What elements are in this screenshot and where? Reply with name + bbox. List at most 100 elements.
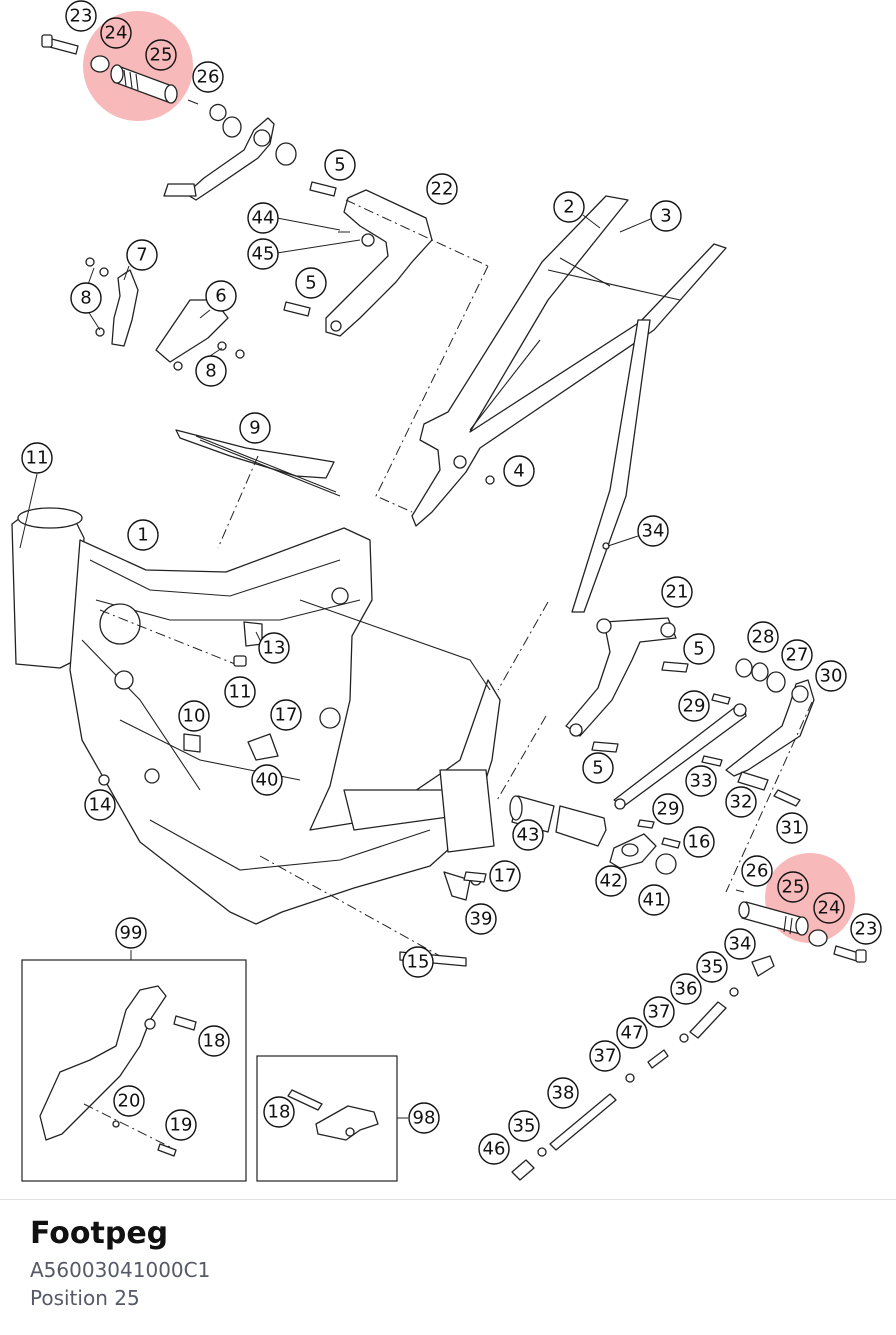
footpeg-pin-bottom bbox=[735, 889, 867, 963]
callout-2[interactable]: 2 bbox=[553, 191, 585, 223]
callout-31[interactable]: 31 bbox=[776, 812, 808, 844]
svg-text:13: 13 bbox=[263, 638, 286, 659]
callout-7[interactable]: 7 bbox=[126, 239, 158, 271]
svg-text:11: 11 bbox=[26, 448, 49, 469]
svg-text:5: 5 bbox=[592, 758, 603, 779]
callout-29[interactable]: 29 bbox=[678, 690, 710, 722]
callout-34[interactable]: 34 bbox=[637, 515, 669, 547]
svg-text:21: 21 bbox=[666, 582, 689, 603]
callout-8[interactable]: 8 bbox=[70, 282, 102, 314]
callout-99[interactable]: 99 bbox=[115, 917, 147, 949]
callout-30[interactable]: 30 bbox=[815, 660, 847, 692]
callout-24[interactable]: 24 bbox=[813, 892, 845, 924]
callout-38[interactable]: 38 bbox=[547, 1077, 579, 1109]
callout-25[interactable]: 25 bbox=[145, 39, 177, 71]
svg-text:9: 9 bbox=[249, 418, 260, 439]
box-99 bbox=[21, 950, 247, 1182]
callout-41[interactable]: 41 bbox=[638, 884, 670, 916]
part-title: Footpeg bbox=[30, 1216, 169, 1251]
callout-35[interactable]: 35 bbox=[508, 1110, 540, 1142]
callout-28[interactable]: 28 bbox=[747, 621, 779, 653]
callout-19[interactable]: 19 bbox=[165, 1109, 197, 1141]
callout-24[interactable]: 24 bbox=[100, 17, 132, 49]
linkage bbox=[495, 319, 689, 803]
exploded-parts-diagram: 23 24 25 26 5 22 2 3 44 45 5 7 8 6 8 9 4… bbox=[11, 0, 882, 1182]
callout-5[interactable]: 5 bbox=[324, 149, 356, 181]
svg-text:16: 16 bbox=[688, 832, 711, 853]
callout-46[interactable]: 46 bbox=[478, 1133, 510, 1165]
callout-35[interactable]: 35 bbox=[696, 951, 728, 983]
callout-45[interactable]: 45 bbox=[247, 238, 279, 270]
callout-17[interactable]: 17 bbox=[489, 860, 521, 892]
callout-26[interactable]: 26 bbox=[741, 855, 773, 887]
callout-6[interactable]: 6 bbox=[205, 280, 237, 312]
callout-44[interactable]: 44 bbox=[247, 202, 279, 234]
svg-text:44: 44 bbox=[252, 208, 275, 229]
callout-18[interactable]: 18 bbox=[263, 1096, 295, 1128]
svg-text:2: 2 bbox=[563, 197, 574, 218]
callout-20[interactable]: 20 bbox=[113, 1085, 145, 1117]
callout-17[interactable]: 17 bbox=[270, 699, 302, 731]
callout-11[interactable]: 11 bbox=[21, 442, 53, 474]
callout-36[interactable]: 36 bbox=[670, 973, 702, 1005]
svg-text:6: 6 bbox=[215, 286, 226, 307]
callout-16[interactable]: 16 bbox=[683, 826, 715, 858]
svg-text:11: 11 bbox=[229, 682, 252, 703]
callout-11[interactable]: 11 bbox=[224, 676, 256, 708]
callout-34[interactable]: 34 bbox=[724, 928, 756, 960]
svg-text:37: 37 bbox=[594, 1046, 617, 1067]
callout-18[interactable]: 18 bbox=[198, 1025, 230, 1057]
callout-32[interactable]: 32 bbox=[725, 786, 757, 818]
callout-8[interactable]: 8 bbox=[195, 355, 227, 387]
svg-text:18: 18 bbox=[268, 1102, 291, 1123]
callout-14[interactable]: 14 bbox=[84, 789, 116, 821]
svg-text:24: 24 bbox=[818, 898, 841, 919]
callout-42[interactable]: 42 bbox=[595, 865, 627, 897]
callout-29[interactable]: 29 bbox=[652, 793, 684, 825]
svg-text:23: 23 bbox=[855, 919, 878, 940]
svg-text:15: 15 bbox=[407, 952, 430, 973]
callout-47[interactable]: 47 bbox=[616, 1017, 648, 1049]
callout-43[interactable]: 43 bbox=[512, 819, 544, 851]
callout-25[interactable]: 25 bbox=[777, 871, 809, 903]
callout-40[interactable]: 40 bbox=[251, 764, 283, 796]
callout-22[interactable]: 22 bbox=[426, 173, 458, 205]
callout-33[interactable]: 33 bbox=[685, 765, 717, 797]
svg-text:5: 5 bbox=[305, 273, 316, 294]
bracket-parts-left bbox=[85, 257, 245, 371]
svg-text:28: 28 bbox=[752, 627, 775, 648]
callout-5[interactable]: 5 bbox=[295, 267, 327, 299]
svg-text:34: 34 bbox=[642, 521, 665, 542]
callout-5[interactable]: 5 bbox=[683, 633, 715, 665]
svg-text:7: 7 bbox=[136, 245, 147, 266]
callout-5[interactable]: 5 bbox=[582, 752, 614, 784]
svg-text:4: 4 bbox=[513, 461, 524, 482]
svg-text:19: 19 bbox=[170, 1115, 193, 1136]
callout-37[interactable]: 37 bbox=[643, 996, 675, 1028]
svg-text:35: 35 bbox=[513, 1116, 536, 1137]
callout-26[interactable]: 26 bbox=[192, 61, 224, 93]
svg-text:8: 8 bbox=[205, 361, 216, 382]
svg-text:47: 47 bbox=[621, 1023, 644, 1044]
callout-3[interactable]: 3 bbox=[650, 200, 682, 232]
callout-13[interactable]: 13 bbox=[258, 632, 290, 664]
gear-pedal bbox=[163, 103, 297, 201]
callout-9[interactable]: 9 bbox=[239, 412, 271, 444]
part-position: Position 25 bbox=[30, 1286, 140, 1310]
svg-text:39: 39 bbox=[470, 909, 493, 930]
callout-37[interactable]: 37 bbox=[589, 1040, 621, 1072]
callout-39[interactable]: 39 bbox=[465, 903, 497, 935]
callout-23[interactable]: 23 bbox=[65, 0, 97, 32]
highlight-bottom bbox=[765, 853, 855, 943]
callout-27[interactable]: 27 bbox=[781, 639, 813, 671]
callout-23[interactable]: 23 bbox=[850, 913, 882, 945]
callout-10[interactable]: 10 bbox=[178, 700, 210, 732]
callout-4[interactable]: 4 bbox=[503, 455, 535, 487]
svg-text:25: 25 bbox=[150, 45, 173, 66]
callout-15[interactable]: 15 bbox=[402, 946, 434, 978]
callout-98[interactable]: 98 bbox=[408, 1102, 440, 1134]
svg-text:26: 26 bbox=[746, 861, 769, 882]
svg-text:25: 25 bbox=[782, 877, 805, 898]
callout-1[interactable]: 1 bbox=[127, 519, 159, 551]
callout-21[interactable]: 21 bbox=[661, 576, 693, 608]
